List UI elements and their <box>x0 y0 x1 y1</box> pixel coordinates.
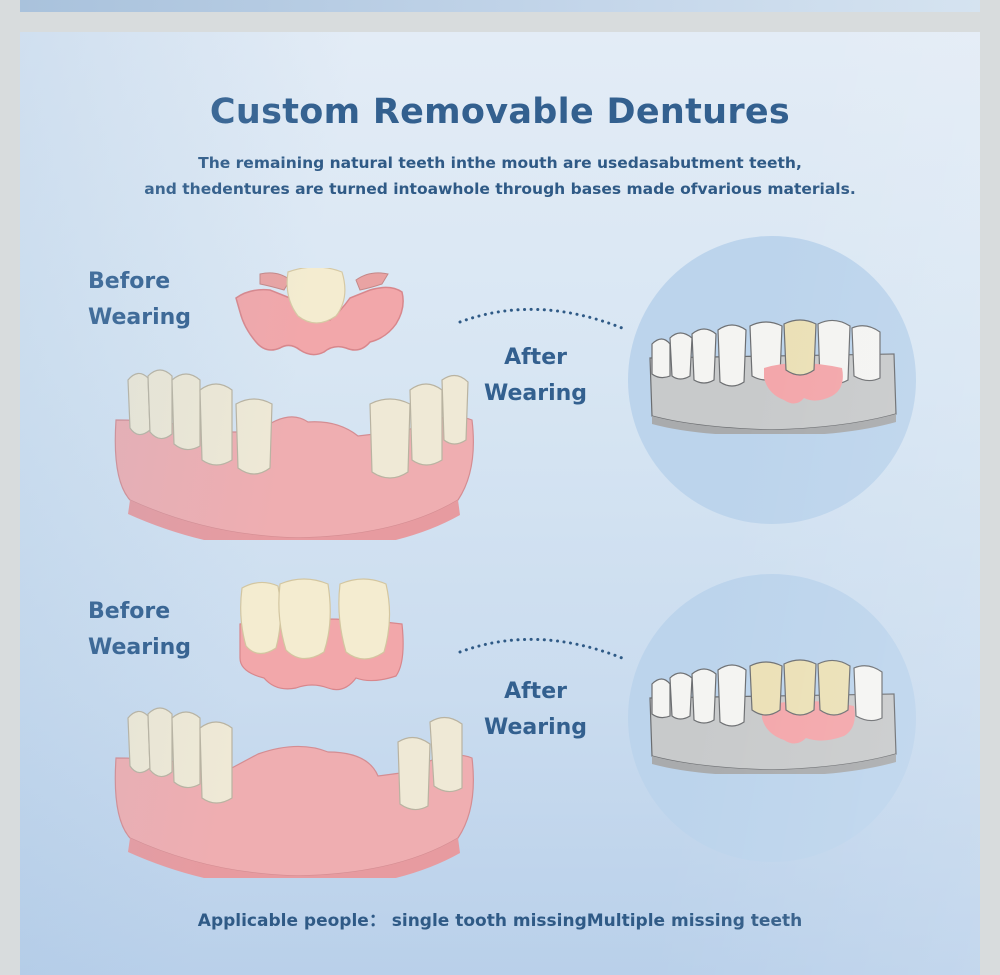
after-wearing-label-2: After Wearing <box>484 679 588 740</box>
top-banner-strip <box>20 0 980 12</box>
lower-jaw-model-before-2 <box>114 707 474 878</box>
dotted-arrow-arc-2 <box>458 637 624 660</box>
after-result-circle-1 <box>628 236 916 524</box>
footer-text: single tooth missingMultiple missing tee… <box>385 911 803 931</box>
footer-label: Applicable people： <box>197 911 386 931</box>
lower-jaw-model-before-1 <box>114 369 474 540</box>
jaw-model-with-denture-2 <box>649 659 897 774</box>
jaw-model-with-denture-1 <box>649 319 897 434</box>
applicable-people-footer: Applicable people： single tooth missingM… <box>20 906 980 931</box>
single-tooth-denture-illustration <box>235 268 404 356</box>
before-wearing-label-1: Before Wearing <box>88 269 192 330</box>
subtitle-line-1: The remaining natural teeth inthe mouth … <box>198 154 802 172</box>
page-subtitle: The remaining natural teeth inthe mouth … <box>20 150 980 202</box>
multi-tooth-denture-illustration <box>239 578 404 691</box>
subtitle-line-2: and thedentures are turned intoawhole th… <box>144 180 856 198</box>
after-result-circle-2 <box>628 574 916 862</box>
page-title: Custom Removable Dentures <box>209 92 791 132</box>
product-panel: Custom Removable Dentures The remaining … <box>20 32 980 975</box>
before-wearing-label-2: Before Wearing <box>88 599 192 660</box>
dotted-arrow-arc-1 <box>458 307 624 330</box>
after-wearing-label-1: After Wearing <box>484 345 588 406</box>
